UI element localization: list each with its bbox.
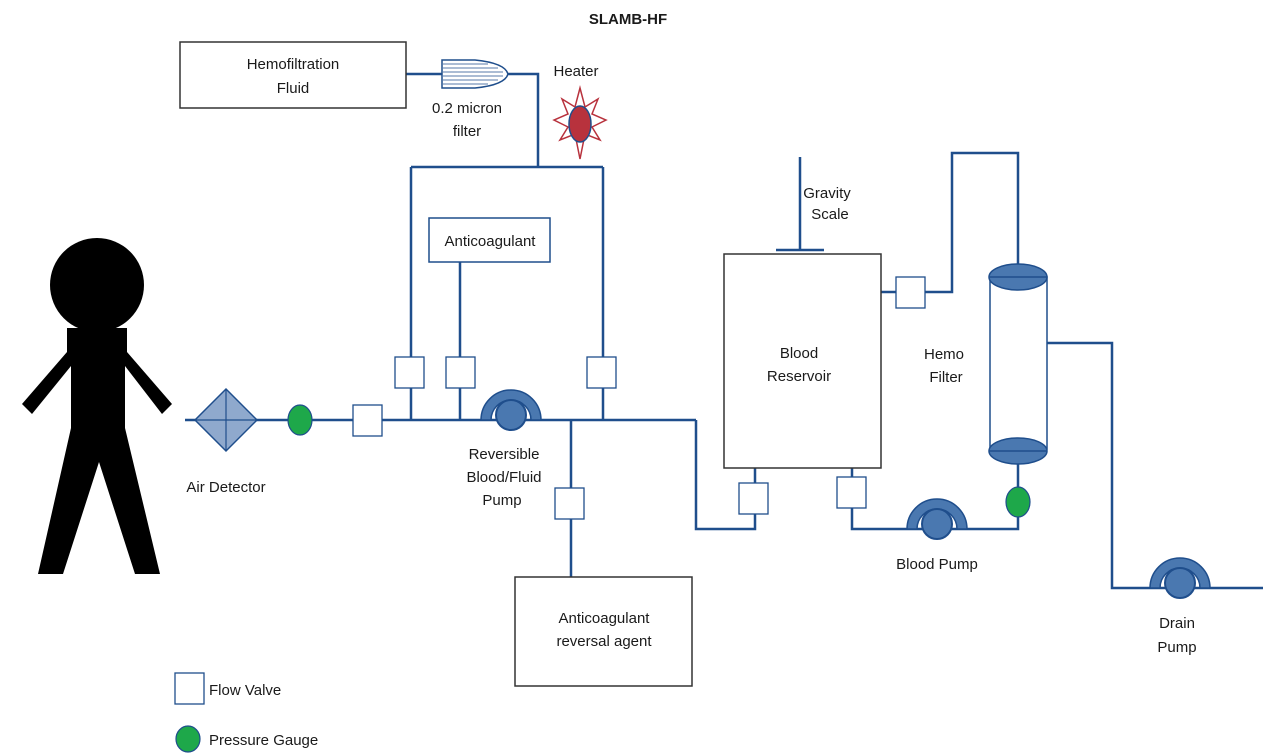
reversible-pump-rotor-icon	[495, 399, 527, 431]
drain-pump-label-2: Pump	[1157, 639, 1196, 656]
reversible-pump-label-2: Blood/Fluid	[466, 469, 541, 486]
gravity-scale-label-1: Gravity	[803, 185, 851, 202]
hemofiltration-fluid-box	[179, 41, 407, 109]
flow-valves	[352, 276, 926, 520]
drain-pump-rotor-icon	[1164, 567, 1196, 599]
legend-pressure-gauge-icon	[175, 725, 201, 753]
micron-filter-lines	[443, 63, 503, 85]
micron-filter-label-1: 0.2 micron	[432, 100, 502, 117]
reversal-agent-box	[514, 576, 693, 687]
flow-valve-icon	[352, 404, 383, 437]
air-detector: Air Detector	[186, 387, 266, 496]
patient-body	[22, 328, 172, 574]
pipe-filter-return	[881, 151, 1020, 294]
flow-valve-icon	[895, 276, 926, 309]
flow-valve-icon	[836, 476, 867, 509]
pressure-gauge-icon	[287, 404, 313, 436]
heater-label: Heater	[553, 63, 598, 80]
blood-reservoir: Blood Reservoir	[723, 253, 882, 469]
reversal-agent-label-2: reversal agent	[556, 633, 652, 650]
blood-reservoir-label-2: Reservoir	[767, 368, 831, 385]
hemo-filter-body	[989, 276, 1048, 450]
blood-reservoir-box	[723, 253, 882, 469]
air-detector-label: Air Detector	[186, 479, 265, 496]
heater-core-icon	[568, 105, 592, 143]
blood-pump: Blood Pump	[896, 498, 978, 573]
patient-figure	[22, 238, 172, 574]
blood-reservoir-label-1: Blood	[780, 345, 818, 362]
blood-pump-label: Blood Pump	[896, 556, 978, 573]
legend-pressure-gauge-label: Pressure Gauge	[209, 732, 318, 749]
hemofiltration-fluid-label-1: Hemofiltration	[247, 56, 340, 73]
patient-head	[50, 238, 144, 332]
pipe-filter-to-loop	[508, 72, 540, 167]
legend: Flow Valve Pressure Gauge	[174, 672, 318, 753]
reversal-agent: Anticoagulant reversal agent	[514, 576, 693, 687]
anticoagulant: Anticoagulant	[428, 217, 551, 263]
flow-valve-icon	[738, 482, 769, 515]
anticoagulant-label: Anticoagulant	[445, 233, 537, 250]
hemo-filter-label-2: Filter	[929, 369, 962, 386]
reversible-pump-label-3: Pump	[482, 492, 521, 509]
flow-valve-icon	[586, 356, 617, 389]
legend-flow-valve-icon	[174, 672, 205, 705]
blood-pump-rotor-icon	[921, 508, 953, 540]
pressure-gauge-icon	[1005, 486, 1031, 518]
heater: Heater	[552, 63, 608, 160]
flow-valve-icon	[394, 356, 425, 389]
legend-flow-valve-label: Flow Valve	[209, 682, 281, 699]
micron-filter-label-2: filter	[453, 123, 481, 140]
drain-pump-label-1: Drain	[1159, 615, 1195, 632]
drain-pump: Drain Pump	[1149, 557, 1211, 656]
diagram-title: SLAMB-HF	[589, 11, 667, 28]
pipe-drain	[1047, 341, 1263, 590]
reversible-pump-label-1: Reversible	[469, 446, 540, 463]
reversal-agent-label-1: Anticoagulant	[559, 610, 651, 627]
flow-valve-icon	[445, 356, 476, 389]
gravity-scale-label-2: Scale	[811, 206, 849, 223]
reversible-pump: Reversible Blood/Fluid Pump	[466, 389, 542, 509]
micron-filter-icon	[441, 59, 509, 89]
flow-valve-icon	[554, 487, 585, 520]
hemofiltration-fluid: Hemofiltration Fluid	[179, 41, 407, 109]
anticoagulant-box	[428, 217, 551, 263]
hemo-filter: Hemo Filter	[924, 263, 1048, 465]
micron-filter: 0.2 micron filter	[432, 59, 509, 140]
hemofiltration-fluid-label-2: Fluid	[277, 80, 310, 97]
hemo-filter-label-1: Hemo	[924, 346, 964, 363]
